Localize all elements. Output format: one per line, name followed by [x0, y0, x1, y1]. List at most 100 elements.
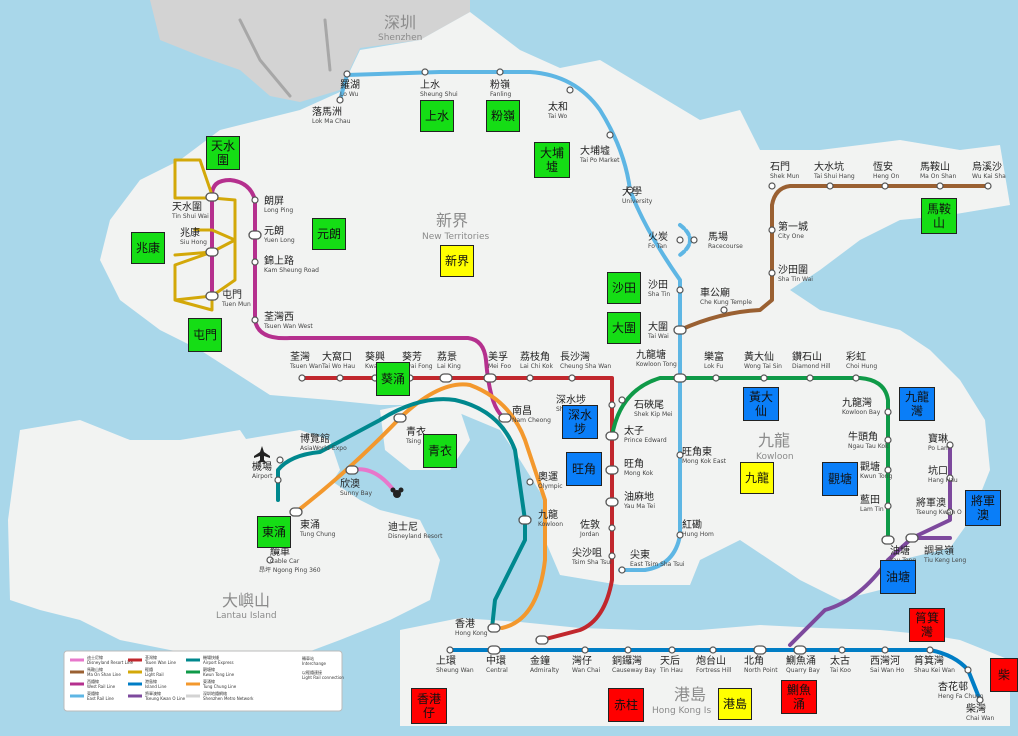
- tag-sheung-wan[interactable]: 香港仔: [411, 688, 447, 724]
- tag-tai-wai[interactable]: 大圍: [607, 312, 641, 344]
- tag-chai-wan[interactable]: 柴: [990, 658, 1018, 692]
- tag-quarry-bay[interactable]: 鰂魚涌: [781, 680, 817, 714]
- tag-new-territories[interactable]: 新界: [440, 245, 474, 277]
- tag-tin-shui-wai[interactable]: 天水圍: [206, 136, 240, 170]
- tag-fanling[interactable]: 粉嶺: [486, 100, 520, 132]
- tag-mong-kok[interactable]: 旺角: [566, 452, 602, 486]
- tag-siu-hong[interactable]: 兆康: [131, 232, 165, 264]
- tag-kwai-chung[interactable]: 葵涌: [376, 362, 410, 396]
- tag-ma-on-shan[interactable]: 馬鞍山: [921, 198, 957, 234]
- tag-kowloon-bay[interactable]: 九龍灣: [899, 387, 935, 421]
- tag-tsing-yi[interactable]: 青衣: [423, 434, 457, 468]
- tag-tung-chung[interactable]: 東涌: [257, 516, 291, 548]
- tag-kwun-tong[interactable]: 觀塘: [822, 462, 858, 496]
- tag-sha-tin[interactable]: 沙田: [607, 272, 641, 304]
- tag-sheung-shui[interactable]: 上水: [420, 100, 454, 132]
- tag-tuen-mun[interactable]: 屯門: [188, 318, 222, 352]
- tag-sham-shui-po[interactable]: 深水埗: [562, 405, 598, 439]
- tag-hong-kong-island[interactable]: 港島: [718, 688, 752, 720]
- tag-tseung-kwan-o[interactable]: 將軍澳: [965, 490, 1001, 526]
- tag-shau-kei-wan[interactable]: 筲箕灣: [909, 608, 945, 642]
- tag-yuen-long[interactable]: 元朗: [312, 218, 346, 250]
- tag-stanley[interactable]: 赤柱: [608, 688, 644, 722]
- tag-wong-tai-sin[interactable]: 黃大仙: [743, 387, 779, 421]
- tag-tai-po-market[interactable]: 大埔墟: [534, 142, 570, 178]
- tag-yau-tong[interactable]: 油塘: [880, 560, 916, 594]
